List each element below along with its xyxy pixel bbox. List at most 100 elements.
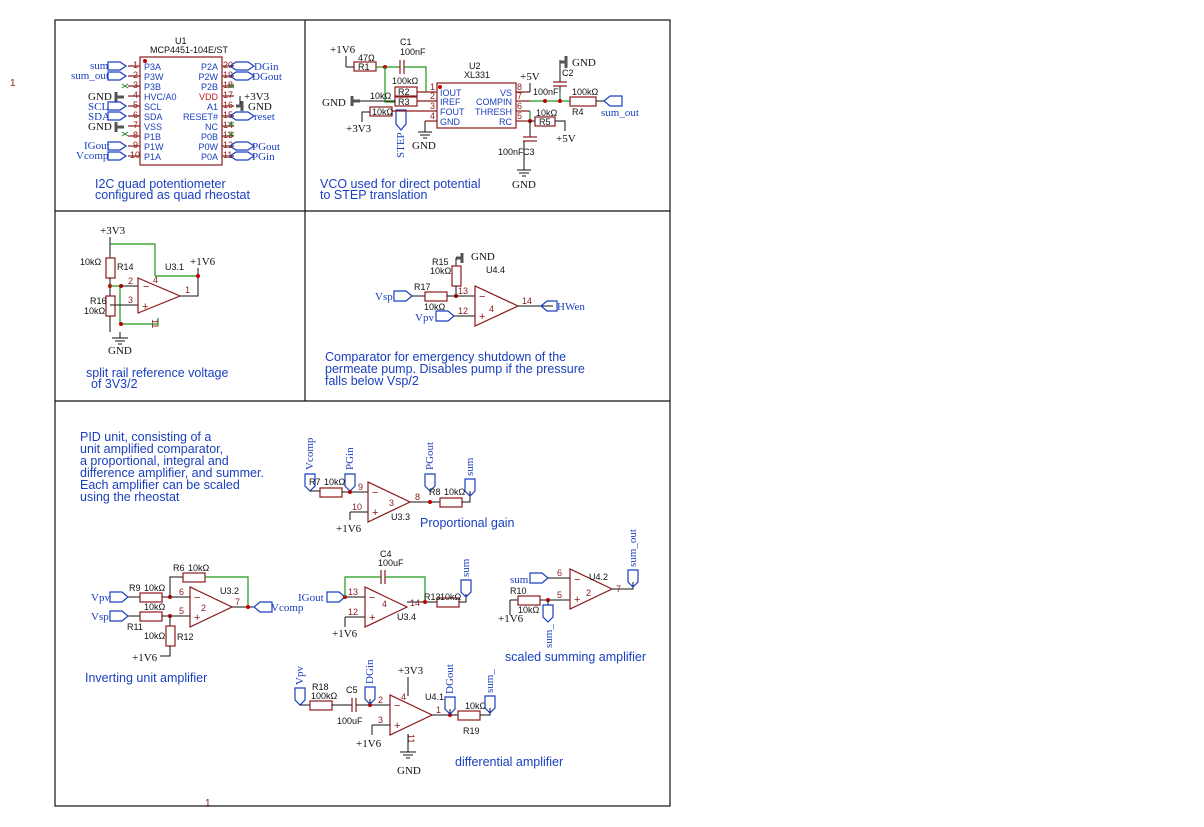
- cmp-vpv: Vpv: [415, 312, 434, 324]
- r12-ref: R12: [177, 632, 194, 642]
- r6-value: 10kΩ: [188, 563, 210, 573]
- u2-pin-num-5: 5: [517, 111, 522, 121]
- r11: [139, 611, 163, 622]
- c3-value: 100nF: [498, 147, 524, 157]
- r6-ref: R6: [173, 563, 185, 573]
- r1-ref: R1: [358, 62, 370, 72]
- c2-ref: C2: [562, 68, 574, 78]
- r18: [309, 700, 333, 711]
- label-pgout: [228, 141, 256, 151]
- pid-intro-6: using the rheostat: [80, 490, 180, 504]
- r7: [319, 487, 343, 498]
- gnd-symbol-a0: [114, 92, 124, 102]
- u1-pin-name-P2B: P2B: [201, 82, 218, 92]
- pid-intro-3: a proportional, integral and: [80, 454, 229, 468]
- u3-1-pin-vss: 11: [150, 319, 160, 328]
- r10-ref: R10: [510, 586, 527, 596]
- u2-pin-VS: VS: [500, 88, 512, 98]
- r3-ref: R3: [398, 97, 410, 107]
- svg-text:+: +: [372, 507, 378, 519]
- u4-2-pin-mid: 2: [586, 588, 591, 598]
- cmp-hwen: HWen: [557, 301, 585, 313]
- u1-pin-name-NC: NC: [205, 122, 218, 132]
- gnd-symbol-a1: [236, 101, 244, 111]
- u3-1-opamp: [137, 277, 182, 314]
- r13-value: 10kΩ: [440, 592, 462, 602]
- u4-4-pin-inv: 13: [458, 286, 468, 296]
- u1-pin-name-P1A: P1A: [144, 152, 161, 162]
- u3-2-ref: U3.2: [220, 586, 239, 596]
- vco-gnd-left: GND: [322, 97, 346, 109]
- u1-pin-num-12: 12: [223, 140, 233, 150]
- u3-3-pin-noninv: 10: [352, 502, 362, 512]
- sheet-border: [54, 19, 671, 807]
- label-cmp-vpv: [435, 310, 455, 322]
- svg-text:+: +: [394, 720, 400, 732]
- u1-pin-name-RESET: RESET#: [183, 112, 218, 122]
- u3-1-pin-vdd: 4: [153, 275, 158, 285]
- r17: [424, 291, 448, 302]
- u3-4-pin-out: 14: [410, 598, 420, 608]
- r4-value: 100kΩ: [572, 87, 599, 97]
- c2-gnd: GND: [572, 57, 596, 69]
- label-vcomp: [107, 151, 128, 161]
- label-reset: [228, 111, 256, 121]
- int-igout: IGout: [298, 592, 324, 604]
- u1-pin-num-3: 3: [133, 80, 138, 90]
- u3-1-pin-out: 1: [185, 285, 190, 295]
- net-sum: sum: [90, 60, 109, 72]
- u3-4-opamp: [364, 586, 409, 628]
- u3-4-pin-noninv: 12: [348, 607, 358, 617]
- u2-pin-IOUT: IOUT: [440, 88, 462, 98]
- u2-pin-num-1: 1: [430, 82, 435, 92]
- r10-value: 10kΩ: [518, 605, 540, 615]
- diff-out: sum_: [484, 669, 496, 693]
- cmp-vsp: Vsp: [375, 291, 393, 303]
- u1-pin-num-11: 11: [223, 150, 232, 160]
- u2-pin-COMPIN: COMPIN: [476, 97, 512, 107]
- u1-pin-num-20: 20: [223, 60, 233, 70]
- cmp-caption-line1: Comparator for emergency shutdown of the: [325, 350, 566, 364]
- u1-body: [139, 56, 223, 166]
- r19-value: 10kΩ: [465, 701, 487, 711]
- svg-text:+: +: [142, 301, 148, 313]
- u2-pin-GND: GND: [440, 117, 461, 127]
- diff-dgin: DGin: [364, 659, 376, 684]
- r15-ref: R15: [432, 257, 449, 267]
- label-sda: [107, 111, 128, 121]
- c1-ref: C1: [400, 37, 412, 47]
- pid-block: PID unit, consisting of a unit amplified…: [80, 430, 646, 777]
- u1-pin-num-17: 17: [223, 90, 233, 100]
- u1-pin-num-6: 6: [133, 110, 138, 120]
- u4-2-pin-noninv: 5: [557, 590, 562, 600]
- net-scl: SCL: [88, 101, 108, 113]
- u1-pin-name-P0A: P0A: [201, 152, 218, 162]
- i2c-caption-line1: I2C quad potentiometer: [95, 177, 226, 191]
- r16-value: 10kΩ: [84, 306, 106, 316]
- r11-value: 10kΩ: [144, 602, 166, 612]
- u2-ref: U2: [469, 61, 481, 71]
- u1-pin-name-A1: A1: [207, 102, 218, 112]
- svg-text:−: −: [194, 592, 200, 604]
- net-sum-out: sum_out: [71, 70, 109, 82]
- vco-supply-1v6: +1V6: [330, 44, 356, 56]
- u4-1-ref: U4.1: [425, 692, 444, 702]
- u1-pin-num-2: 2: [133, 70, 138, 80]
- inv-vcomp: Vcomp: [271, 602, 304, 614]
- u1-pin-num-8: 8: [133, 130, 138, 140]
- c4-value: 100uF: [378, 558, 404, 568]
- u4-1-opamp: [389, 694, 434, 736]
- u4-1-pin-vdd: 4: [401, 692, 406, 702]
- sum-bias: +1V6: [498, 613, 524, 625]
- u3-1-pin-inv: 2: [128, 276, 133, 286]
- u4-1-pin-vss: 11: [406, 734, 416, 743]
- net-dgout: DGout: [252, 71, 282, 83]
- r7-ref: R7: [309, 477, 321, 487]
- r8: [439, 497, 463, 508]
- split-caption-line1: split rail reference voltage: [86, 366, 228, 380]
- u1-pin-num-9: 9: [133, 140, 138, 150]
- sum-caption: scaled summing amplifier: [505, 650, 646, 664]
- u2-part: XL331: [464, 70, 490, 80]
- r5-ref: R5: [539, 117, 551, 127]
- diff-supply: +3V3: [398, 665, 424, 677]
